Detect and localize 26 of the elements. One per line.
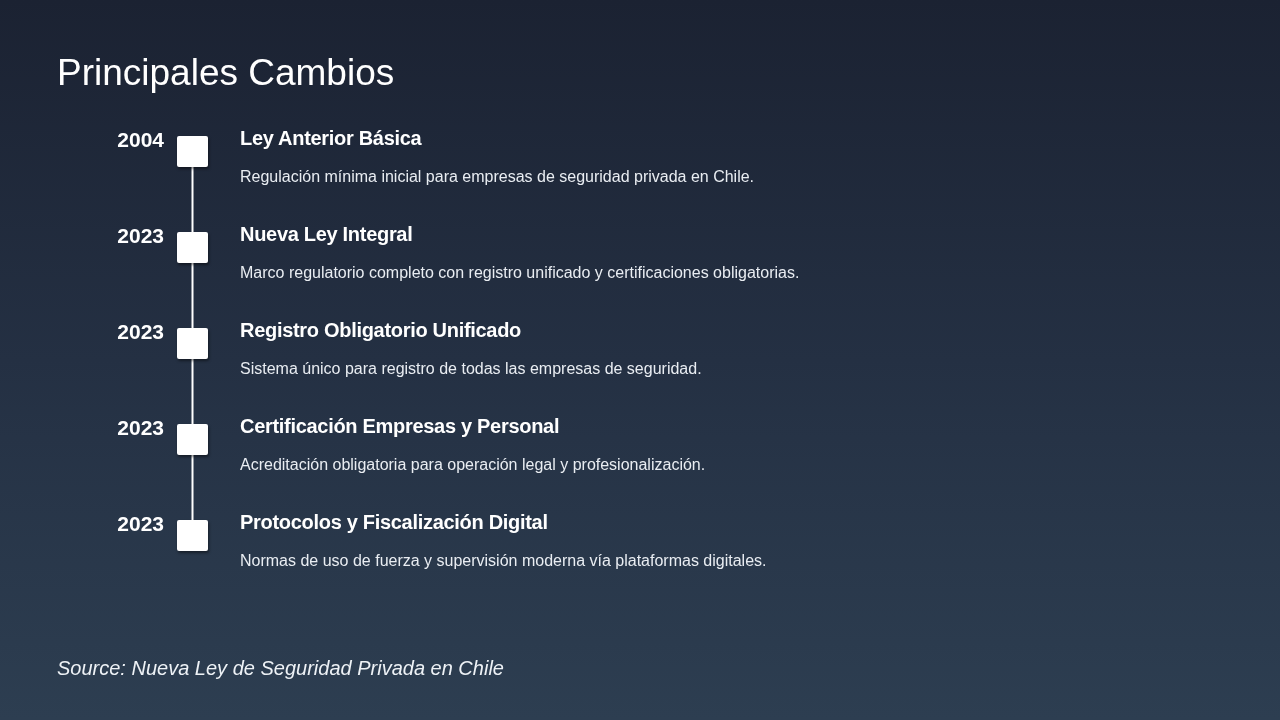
year-label: 2023 bbox=[116, 224, 164, 248]
timeline-marker bbox=[177, 136, 208, 167]
event-description: Marco regulatorio completo con registro unificado y certificaciones obligatorias. bbox=[240, 263, 800, 283]
timeline-line bbox=[191, 358, 194, 425]
year-label: 2023 bbox=[116, 416, 164, 440]
timeline-line bbox=[191, 454, 194, 521]
year-label: 2004 bbox=[116, 128, 164, 152]
timeline-marker bbox=[177, 424, 208, 455]
source-caption: Source: Nueva Ley de Seguridad Privada en Chile bbox=[57, 656, 504, 680]
year-label: 2023 bbox=[116, 320, 164, 344]
event-description: Sistema único para registro de todas las empresas de seguridad. bbox=[240, 359, 702, 379]
event-heading: Nueva Ley Integral bbox=[240, 222, 413, 246]
timeline-line bbox=[191, 166, 194, 233]
event-description: Acreditación obligatoria para operación legal y profesionalización. bbox=[240, 455, 706, 475]
title: Principales Cambios bbox=[57, 51, 395, 95]
timeline-marker bbox=[177, 232, 208, 263]
timeline-line bbox=[191, 262, 194, 329]
timeline-marker bbox=[177, 520, 208, 551]
event-description: Regulación mínima inicial para empresas de seguridad privada en Chile. bbox=[240, 167, 755, 187]
timeline-marker bbox=[177, 328, 208, 359]
event-heading: Registro Obligatorio Unificado bbox=[240, 318, 521, 342]
year-label: 2023 bbox=[116, 512, 164, 536]
event-heading: Protocolos y Fiscalización Digital bbox=[240, 510, 548, 534]
event-heading: Certificación Empresas y Personal bbox=[240, 414, 560, 438]
event-description: Normas de uso de fuerza y supervisión moderna vía plataformas digitales. bbox=[240, 551, 767, 571]
event-heading: Ley Anterior Básica bbox=[240, 126, 422, 150]
